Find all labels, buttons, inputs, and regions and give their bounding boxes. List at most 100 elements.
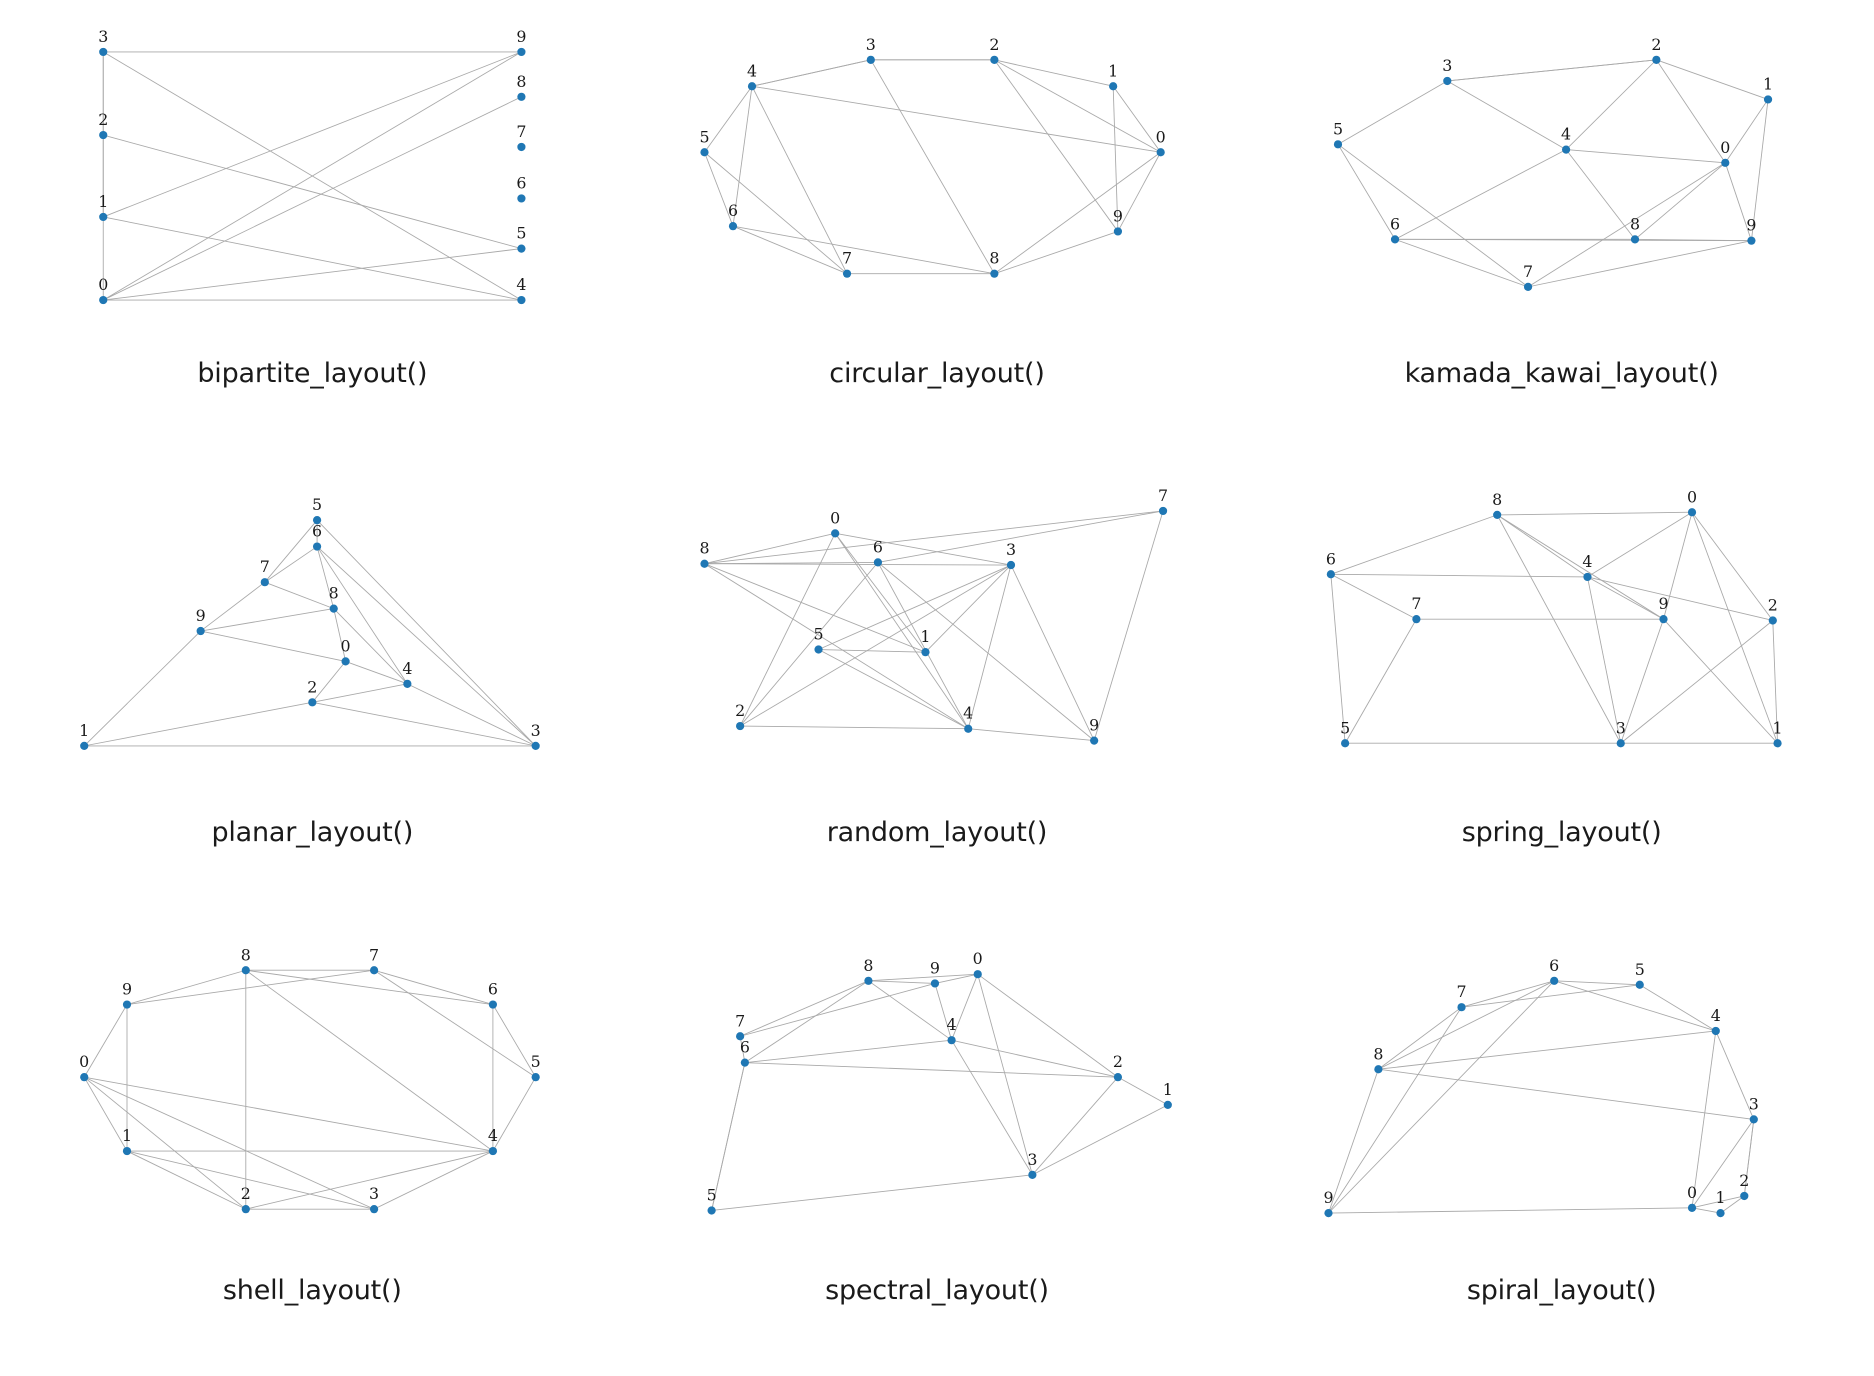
graph-node-6[interactable] (728, 222, 737, 231)
graph-node-5[interactable] (1635, 980, 1645, 990)
graph-node-2[interactable] (989, 55, 999, 64)
node-label-9: 9 (196, 606, 206, 625)
graph-node-6[interactable] (873, 557, 882, 567)
graph-node-2[interactable] (735, 721, 744, 730)
panel-caption: spiral_layout() (1466, 1275, 1657, 1307)
graph-node-8[interactable] (863, 977, 873, 986)
graph-node-3[interactable] (1750, 1115, 1759, 1124)
graph-node-5[interactable] (1341, 738, 1350, 748)
graph-node-4[interactable] (747, 82, 756, 91)
graph-node-3[interactable] (1616, 738, 1626, 748)
graph-node-9[interactable] (1747, 236, 1756, 245)
graph-node-7[interactable] (1158, 506, 1167, 515)
graph-node-4[interactable] (403, 679, 412, 688)
graph-node-5[interactable] (707, 1206, 716, 1215)
graph-node-0[interactable] (1156, 148, 1165, 157)
graph-node-4[interactable] (1583, 572, 1592, 581)
graph-node-9[interactable] (1113, 227, 1122, 236)
graph-node-4[interactable] (488, 1147, 498, 1156)
graph-node-0[interactable] (1688, 1204, 1697, 1213)
graph-node-3[interactable] (99, 47, 108, 57)
graph-node-7[interactable] (1457, 1003, 1466, 1012)
graph-node-4[interactable] (947, 1036, 956, 1045)
graph-node-9[interactable] (196, 626, 205, 635)
graph-node-3[interactable] (1443, 76, 1452, 86)
graph-node-4[interactable] (963, 724, 972, 733)
graph-node-9[interactable] (517, 47, 526, 57)
graph-node-3[interactable] (1006, 560, 1015, 569)
graph-node-4[interactable] (517, 295, 526, 305)
graph-node-6[interactable] (740, 1058, 749, 1068)
graph-node-6[interactable] (1550, 977, 1559, 986)
graph-node-0[interactable] (973, 970, 982, 979)
graph-node-6[interactable] (312, 542, 322, 551)
graph-node-8[interactable] (1493, 510, 1502, 519)
graph-node-7[interactable] (1524, 282, 1533, 291)
graph-node-9[interactable] (1324, 1209, 1333, 1218)
graph-node-6[interactable] (1391, 235, 1400, 244)
graph-node-0[interactable] (80, 1073, 89, 1082)
graph-node-5[interactable] (814, 645, 823, 654)
graph-node-1[interactable] (921, 647, 930, 656)
graph-edge (1395, 149, 1567, 240)
graph-edge (877, 561, 969, 729)
graph-node-8[interactable] (241, 966, 250, 975)
graph-node-2[interactable] (1652, 55, 1661, 64)
graph-node-6[interactable] (1327, 569, 1336, 579)
graph-node-9[interactable] (122, 1000, 132, 1009)
graph-edge (1528, 162, 1726, 288)
edge-group (1337, 59, 1769, 288)
graph-node-9[interactable] (1089, 736, 1098, 745)
graph-edge (492, 1077, 537, 1152)
graph-node-1[interactable] (1163, 1101, 1172, 1110)
graph-node-1[interactable] (1764, 95, 1773, 104)
graph-node-5[interactable] (517, 244, 526, 253)
graph-node-7[interactable] (842, 269, 851, 278)
graph-node-7[interactable] (517, 142, 526, 152)
graph-node-9[interactable] (1659, 614, 1668, 623)
graph-node-3[interactable] (369, 1205, 379, 1214)
graph-node-4[interactable] (1562, 145, 1571, 154)
graph-node-8[interactable] (517, 92, 526, 101)
graph-node-3[interactable] (531, 741, 540, 750)
graph-node-1[interactable] (80, 741, 89, 750)
graph-node-7[interactable] (735, 1032, 744, 1041)
graph-node-4[interactable] (1711, 1027, 1721, 1036)
graph-node-2[interactable] (1769, 616, 1778, 625)
graph-node-5[interactable] (312, 515, 322, 524)
graph-node-6[interactable] (488, 1000, 498, 1009)
graph-node-9[interactable] (930, 979, 939, 988)
graph-node-2[interactable] (99, 130, 108, 140)
graph-edge (407, 683, 536, 746)
graph-node-5[interactable] (531, 1073, 540, 1082)
graph-node-3[interactable] (866, 55, 875, 64)
graph-node-8[interactable] (329, 604, 338, 613)
graph-node-1[interactable] (1716, 1209, 1725, 1218)
graph-edge (1447, 59, 1657, 82)
graph-node-7[interactable] (369, 966, 379, 975)
graph-node-8[interactable] (700, 559, 709, 568)
graph-node-8[interactable] (1631, 235, 1640, 244)
graph-node-2[interactable] (308, 697, 317, 707)
graph-node-0[interactable] (830, 528, 839, 538)
graph-node-8[interactable] (989, 269, 999, 278)
graph-node-1[interactable] (1108, 82, 1117, 91)
graph-node-5[interactable] (700, 148, 709, 157)
graph-node-1[interactable] (1773, 738, 1782, 748)
graph-node-0[interactable] (341, 656, 350, 666)
graph-node-2[interactable] (1113, 1073, 1122, 1082)
graph-node-8[interactable] (1374, 1065, 1383, 1074)
graph-node-1[interactable] (99, 212, 108, 222)
graph-node-1[interactable] (122, 1147, 132, 1156)
graph-node-3[interactable] (1027, 1171, 1037, 1180)
graph-node-0[interactable] (99, 295, 108, 305)
graph-node-5[interactable] (1334, 140, 1343, 149)
graph-node-2[interactable] (1740, 1192, 1749, 1201)
graph-node-2[interactable] (241, 1205, 250, 1214)
graph-node-0[interactable] (1721, 158, 1730, 167)
graph-node-0[interactable] (1688, 507, 1697, 517)
graph-node-6[interactable] (517, 194, 526, 203)
graph-node-7[interactable] (260, 577, 269, 586)
graph-node-7[interactable] (1412, 614, 1421, 623)
